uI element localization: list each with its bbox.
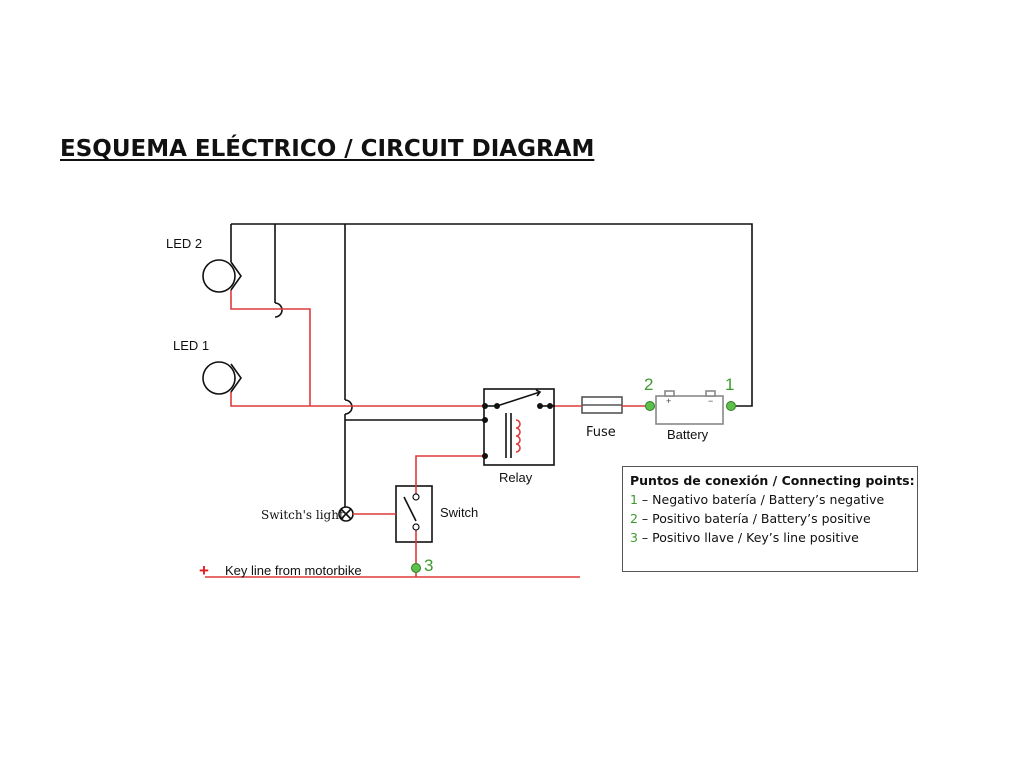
- battery-plus-sign: +: [666, 396, 671, 406]
- legend-item: 2 – Positivo batería / Battery’s positiv…: [630, 509, 917, 528]
- page-title: ESQUEMA ELÉCTRICO / CIRCUIT DIAGRAM: [60, 136, 595, 162]
- junction-dot: [482, 403, 488, 409]
- junction-dot: [482, 453, 488, 459]
- switch-contact-bottom: [412, 523, 420, 531]
- relay-coil-to-switch-wire: [415, 455, 485, 486]
- switch-lever: [403, 496, 417, 522]
- top-ground-wire: [231, 223, 753, 407]
- legend-item-text: – Negativo batería / Battery’s negative: [637, 492, 885, 507]
- junction-dot: [547, 403, 553, 409]
- connection-point-1: [726, 401, 736, 411]
- battery-minus-sign: −: [708, 396, 713, 406]
- led1-icon: [202, 361, 236, 395]
- battery-terminal-pos: [664, 390, 675, 397]
- switch-light-lamp-x2: [340, 508, 352, 520]
- junction-dots: [482, 403, 553, 459]
- relay-coil-icon: [515, 419, 521, 453]
- led1-bracket: [230, 363, 242, 393]
- connection-point-3: [411, 563, 421, 573]
- battery-terminal-neg: [705, 390, 716, 397]
- relay-contact-pivot: [535, 389, 542, 397]
- key-line-label: Key line from motorbike: [225, 563, 362, 578]
- relay-label: Relay: [499, 470, 533, 485]
- connecting-points-legend: Puntos de conexión / Connecting points: …: [622, 466, 918, 572]
- led2-icon: [202, 259, 236, 293]
- legend-item-number: 2: [630, 511, 638, 526]
- legend-title: Puntos de conexión / Connecting points:: [630, 473, 915, 488]
- connection-number-3: 3: [424, 556, 434, 575]
- relay-contact-arm: [496, 391, 541, 407]
- battery-box: [655, 395, 724, 425]
- junction-dot: [494, 403, 500, 409]
- switch-label: Switch: [440, 505, 479, 520]
- led2-label: LED 2: [166, 236, 203, 251]
- junction-dot: [537, 403, 543, 409]
- legend-item-number: 3: [630, 530, 638, 545]
- led2-positive-wire: [230, 290, 311, 406]
- led1-label: LED 1: [173, 338, 210, 353]
- legend-item: 1 – Negativo batería / Battery’s negativ…: [630, 490, 917, 509]
- wire-crossover-hop-1: [274, 302, 283, 318]
- led2-symbol: [202, 259, 242, 293]
- positive-wires: [205, 290, 650, 578]
- battery-label: Battery: [667, 427, 709, 442]
- legend-item: 3 – Positivo llave / Key’s line positive: [630, 528, 917, 547]
- junction-dot: [482, 417, 488, 423]
- fuse-label: Fuse: [586, 425, 616, 440]
- switch-light-label: Switch's light: [261, 508, 344, 522]
- legend-item-text: – Positivo llave / Key’s line positive: [637, 530, 859, 545]
- led1-symbol: [202, 361, 242, 395]
- led1-positive-wire: [230, 392, 485, 407]
- connection-point-2: [645, 401, 655, 411]
- connection-number-1: 1: [725, 375, 735, 394]
- legend-item-number: 1: [630, 492, 638, 507]
- key-line-plus-sign: +: [199, 561, 209, 580]
- led2-bracket: [230, 261, 242, 291]
- wire-crossover-hop-2: [344, 399, 353, 415]
- connection-number-2: 2: [644, 375, 654, 394]
- relay-coil-ground-wire: [345, 406, 486, 421]
- legend-item-text: – Positivo batería / Battery’s positive: [637, 511, 871, 526]
- switch-contact-top: [412, 493, 420, 501]
